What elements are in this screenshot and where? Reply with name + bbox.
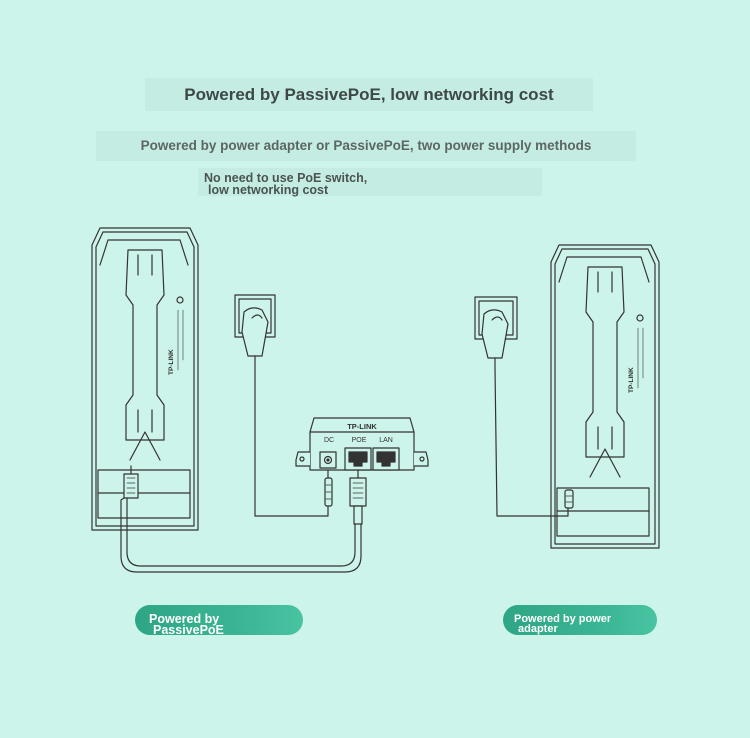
right-cpe-device: TP-LINK	[550, 244, 660, 549]
left-device-brand: TP-LINK	[168, 349, 175, 375]
left-cpe-device: TP-LINK	[91, 227, 199, 531]
right-device-brand: TP-LINK	[628, 367, 635, 393]
injector-port-lan-label: LAN	[379, 437, 393, 444]
badge-power-adapter-line1: Powered by power	[514, 613, 612, 625]
cost-note-line2: low networking cost	[208, 183, 329, 197]
badge-passive-poe-line2: PassivePoE	[153, 623, 224, 637]
cost-note: No need to use PoE switch, low networkin…	[198, 168, 542, 196]
badge-passive-poe-line1: Powered by	[149, 612, 220, 626]
injector-port-dc-label: DC	[324, 437, 334, 444]
cost-note-line1: No need to use PoE switch,	[204, 171, 368, 185]
right-power-adapter	[474, 296, 569, 517]
badge-power-adapter-line2: adapter	[518, 623, 558, 635]
left-power-adapter	[234, 294, 329, 517]
badge-power-adapter: Powered by power adapter	[503, 605, 657, 635]
injector-port-poe-label: POE	[352, 437, 367, 444]
ethernet-cable	[120, 497, 362, 573]
injector-brand: TP-LINK	[347, 422, 377, 431]
poe-injector: TP-LINK DC POE LAN	[295, 417, 429, 525]
badge-passive-poe: Powered by PassivePoE	[135, 605, 303, 637]
page-subtitle: Powered by power adapter or PassivePoE, …	[96, 131, 636, 161]
page-title: Powered by PassivePoE, low networking co…	[145, 78, 593, 111]
